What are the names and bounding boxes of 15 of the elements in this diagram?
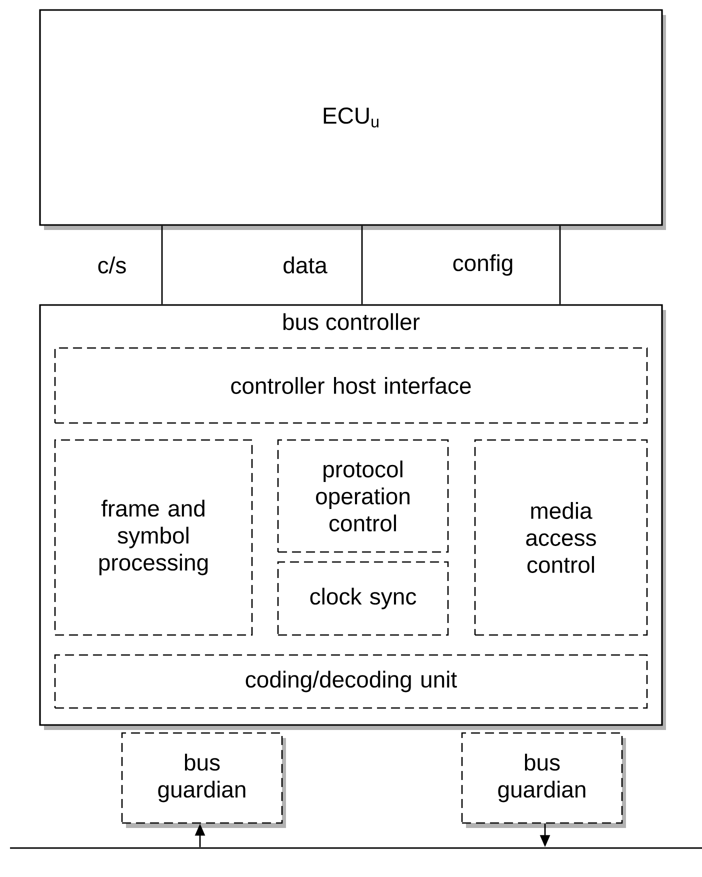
guardian-box: bus guardian: [121, 732, 286, 828]
connector-line: [361, 226, 363, 304]
module-box: frame and symbol processing: [54, 439, 253, 636]
module-box: clock sync: [277, 561, 449, 636]
connector-line: [559, 226, 561, 304]
edge-label: data: [280, 254, 330, 276]
module-box: controller host interface: [54, 347, 648, 424]
edge-label: config: [450, 252, 516, 278]
unit-box: ECU$_{u}$: [39, 9, 666, 230]
module-box: protocol operation control: [277, 439, 449, 553]
connector-line: [161, 226, 163, 304]
module-box: media access control: [474, 439, 648, 636]
guardian-box: bus guardian: [461, 732, 626, 828]
module-box: coding/decoding unit: [54, 654, 648, 709]
edge-label: c/s: [95, 254, 129, 276]
